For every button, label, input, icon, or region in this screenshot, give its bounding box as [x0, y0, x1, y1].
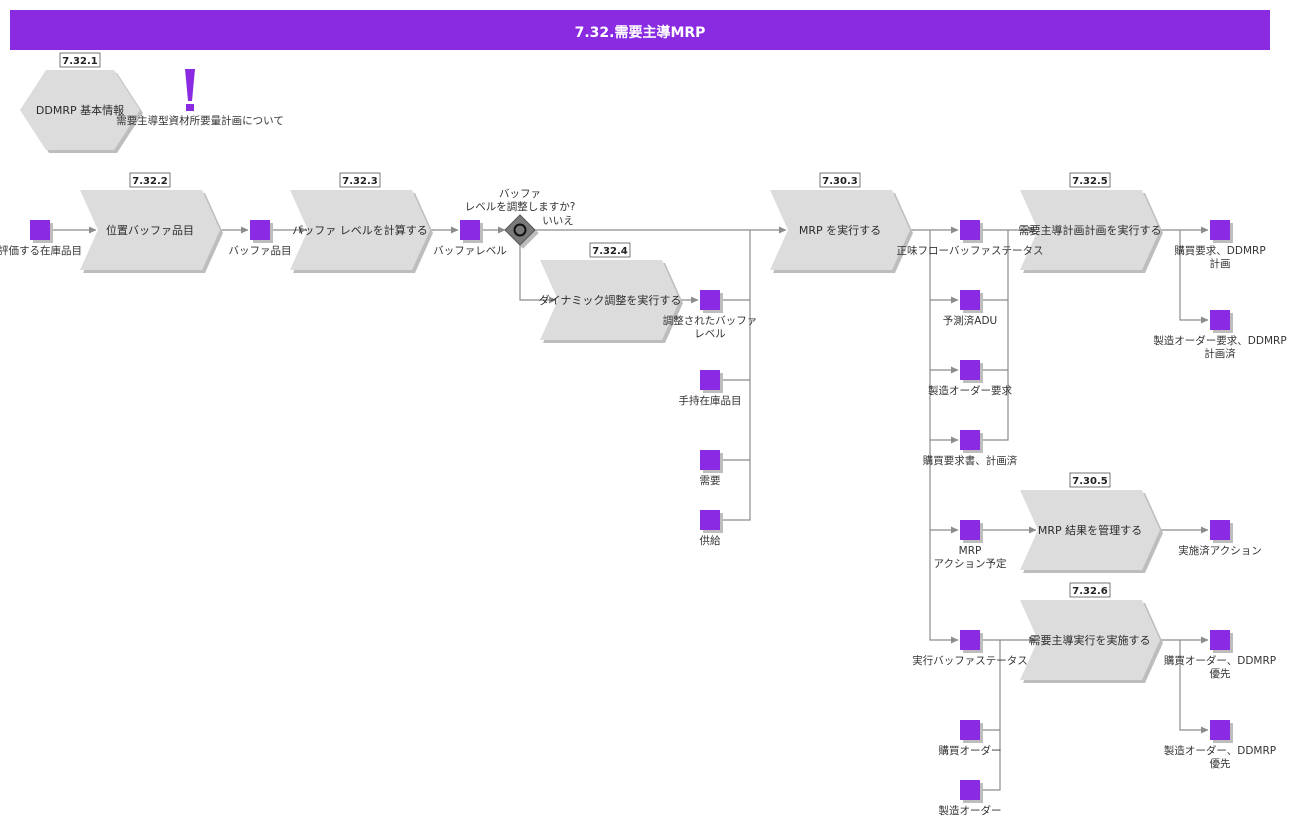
connectors [50, 226, 1209, 791]
data-object-label: 調整されたバッファ [663, 314, 758, 327]
process-id: 7.32.5 [1072, 176, 1107, 187]
data-object-label: 製造オーダー [939, 804, 1002, 817]
gateway-question-line-2: レベルを調整しますか? [465, 200, 576, 213]
data-object-layer: 評価する在庫品目バッファ品目バッファレベル調整されたバッファレベル手持在庫品目需… [0, 220, 1287, 817]
process-label: MRP を実行する [799, 223, 881, 237]
data-object-label: 製造オーダー要求、DDMRP [1153, 334, 1286, 347]
data-object-label: 実行バッファステータス [912, 654, 1028, 667]
data-object-label: レベル [694, 328, 726, 340]
process-id: 7.32.6 [1072, 586, 1107, 597]
data-object-label: 正味フローバッファステータス [897, 245, 1044, 257]
data-object-d15[interactable]: 製造オーダー [939, 780, 1002, 817]
note-text: 需要主導型資材所要量計画について [116, 114, 284, 127]
process-id: 7.32.4 [592, 246, 627, 257]
process-p5[interactable]: 7.32.5 需要主導計画計画を実行する [1019, 172, 1162, 270]
process-id: 7.32.3 [342, 176, 377, 187]
gateway-no-label: いいえ [542, 215, 574, 227]
data-object-d13[interactable]: 実行バッファステータス [912, 630, 1028, 667]
process-id: 7.30.5 [1072, 476, 1107, 487]
data-object-label: 実施済アクション [1178, 544, 1261, 557]
process-label: 需要主導実行を実施する [1030, 633, 1151, 647]
process-label: ダイナミック調整を実行する [539, 293, 682, 307]
process-p1[interactable]: 7.32.2 位置バッファ品目 [80, 172, 220, 270]
data-object-label: 購買要求書、計画済 [923, 454, 1018, 467]
process-layer: 7.32.2 位置バッファ品目 7.32.3 バッファ レベルを計算する 7.32.4 ダ… [80, 172, 1162, 680]
gateway-question-line-1: バッファ [499, 188, 541, 200]
process-p2[interactable]: 7.32.3 バッファ レベルを計算する [290, 172, 430, 270]
intro-hexagon[interactable]: 7.32.1 DDMRP 基本情報 [20, 52, 140, 150]
page-title: 7.32.需要主導MRP [574, 25, 706, 41]
data-object-d5[interactable]: 手持在庫品目 [679, 370, 742, 407]
data-object-label: 評価する在庫品目 [0, 244, 82, 257]
process-id: 7.30.3 [822, 176, 857, 187]
decision-gateway[interactable] [504, 214, 536, 246]
data-object-d18[interactable]: 実施済アクション [1178, 520, 1262, 557]
data-object-d11[interactable]: 購買要求書、計画済 [923, 430, 1018, 467]
data-object-d2[interactable]: バッファ品目 [229, 220, 292, 257]
data-object-label: MRP [959, 545, 982, 557]
process-label: MRP 結果を管理する [1038, 523, 1142, 537]
data-object-d10[interactable]: 製造オーダー要求 [928, 360, 1012, 397]
data-object-label: 供給 [700, 534, 721, 547]
data-object-d3[interactable]: バッファレベル [433, 220, 507, 257]
hex-label: DDMRP 基本情報 [36, 103, 124, 117]
data-object-label: 購買オーダー、DDMRP [1164, 654, 1276, 667]
data-object-d8[interactable]: 正味フローバッファステータス [897, 220, 1044, 257]
data-object-label: 製造オーダー要求 [928, 384, 1012, 397]
data-object-label: バッファレベル [433, 245, 507, 257]
title-banner: 7.32.需要主導MRP [10, 10, 1270, 50]
data-object-d9[interactable]: 予測済ADU [943, 290, 997, 327]
data-object-d6[interactable]: 需要 [700, 450, 721, 487]
data-object-label: 予測済ADU [943, 314, 997, 327]
data-object-d1[interactable]: 評価する在庫品目 [0, 220, 82, 257]
process-label: 位置バッファ品目 [106, 223, 194, 237]
data-object-label: 計画済 [1204, 347, 1236, 360]
hex-id: 7.32.1 [62, 56, 97, 67]
data-object-label: 需要 [700, 475, 721, 487]
process-id: 7.32.2 [132, 176, 167, 187]
data-object-d14[interactable]: 購買オーダー [939, 720, 1002, 757]
exclamation-icon [185, 69, 195, 111]
process-p3[interactable]: 7.32.4 ダイナミック調整を実行する [539, 242, 682, 340]
process-label: 需要主導計画計画を実行する [1019, 223, 1162, 237]
data-object-label: 優先 [1210, 667, 1231, 680]
data-object-label: 購買要求、DDMRP [1174, 244, 1265, 257]
data-object-label: 計画 [1210, 257, 1231, 270]
process-p7[interactable]: 7.32.6 需要主導実行を実施する [1020, 582, 1160, 680]
data-object-label: アクション予定 [934, 557, 1007, 570]
data-object-label: バッファ品目 [229, 245, 292, 257]
data-object-label: 製造オーダー、DDMRP [1164, 744, 1276, 757]
data-object-label: 購買オーダー [939, 744, 1002, 757]
data-object-label: 優先 [1210, 757, 1231, 770]
data-object-d7[interactable]: 供給 [700, 510, 721, 547]
data-object-label: 手持在庫品目 [679, 394, 742, 407]
process-label: バッファ レベルを計算する [292, 223, 428, 237]
